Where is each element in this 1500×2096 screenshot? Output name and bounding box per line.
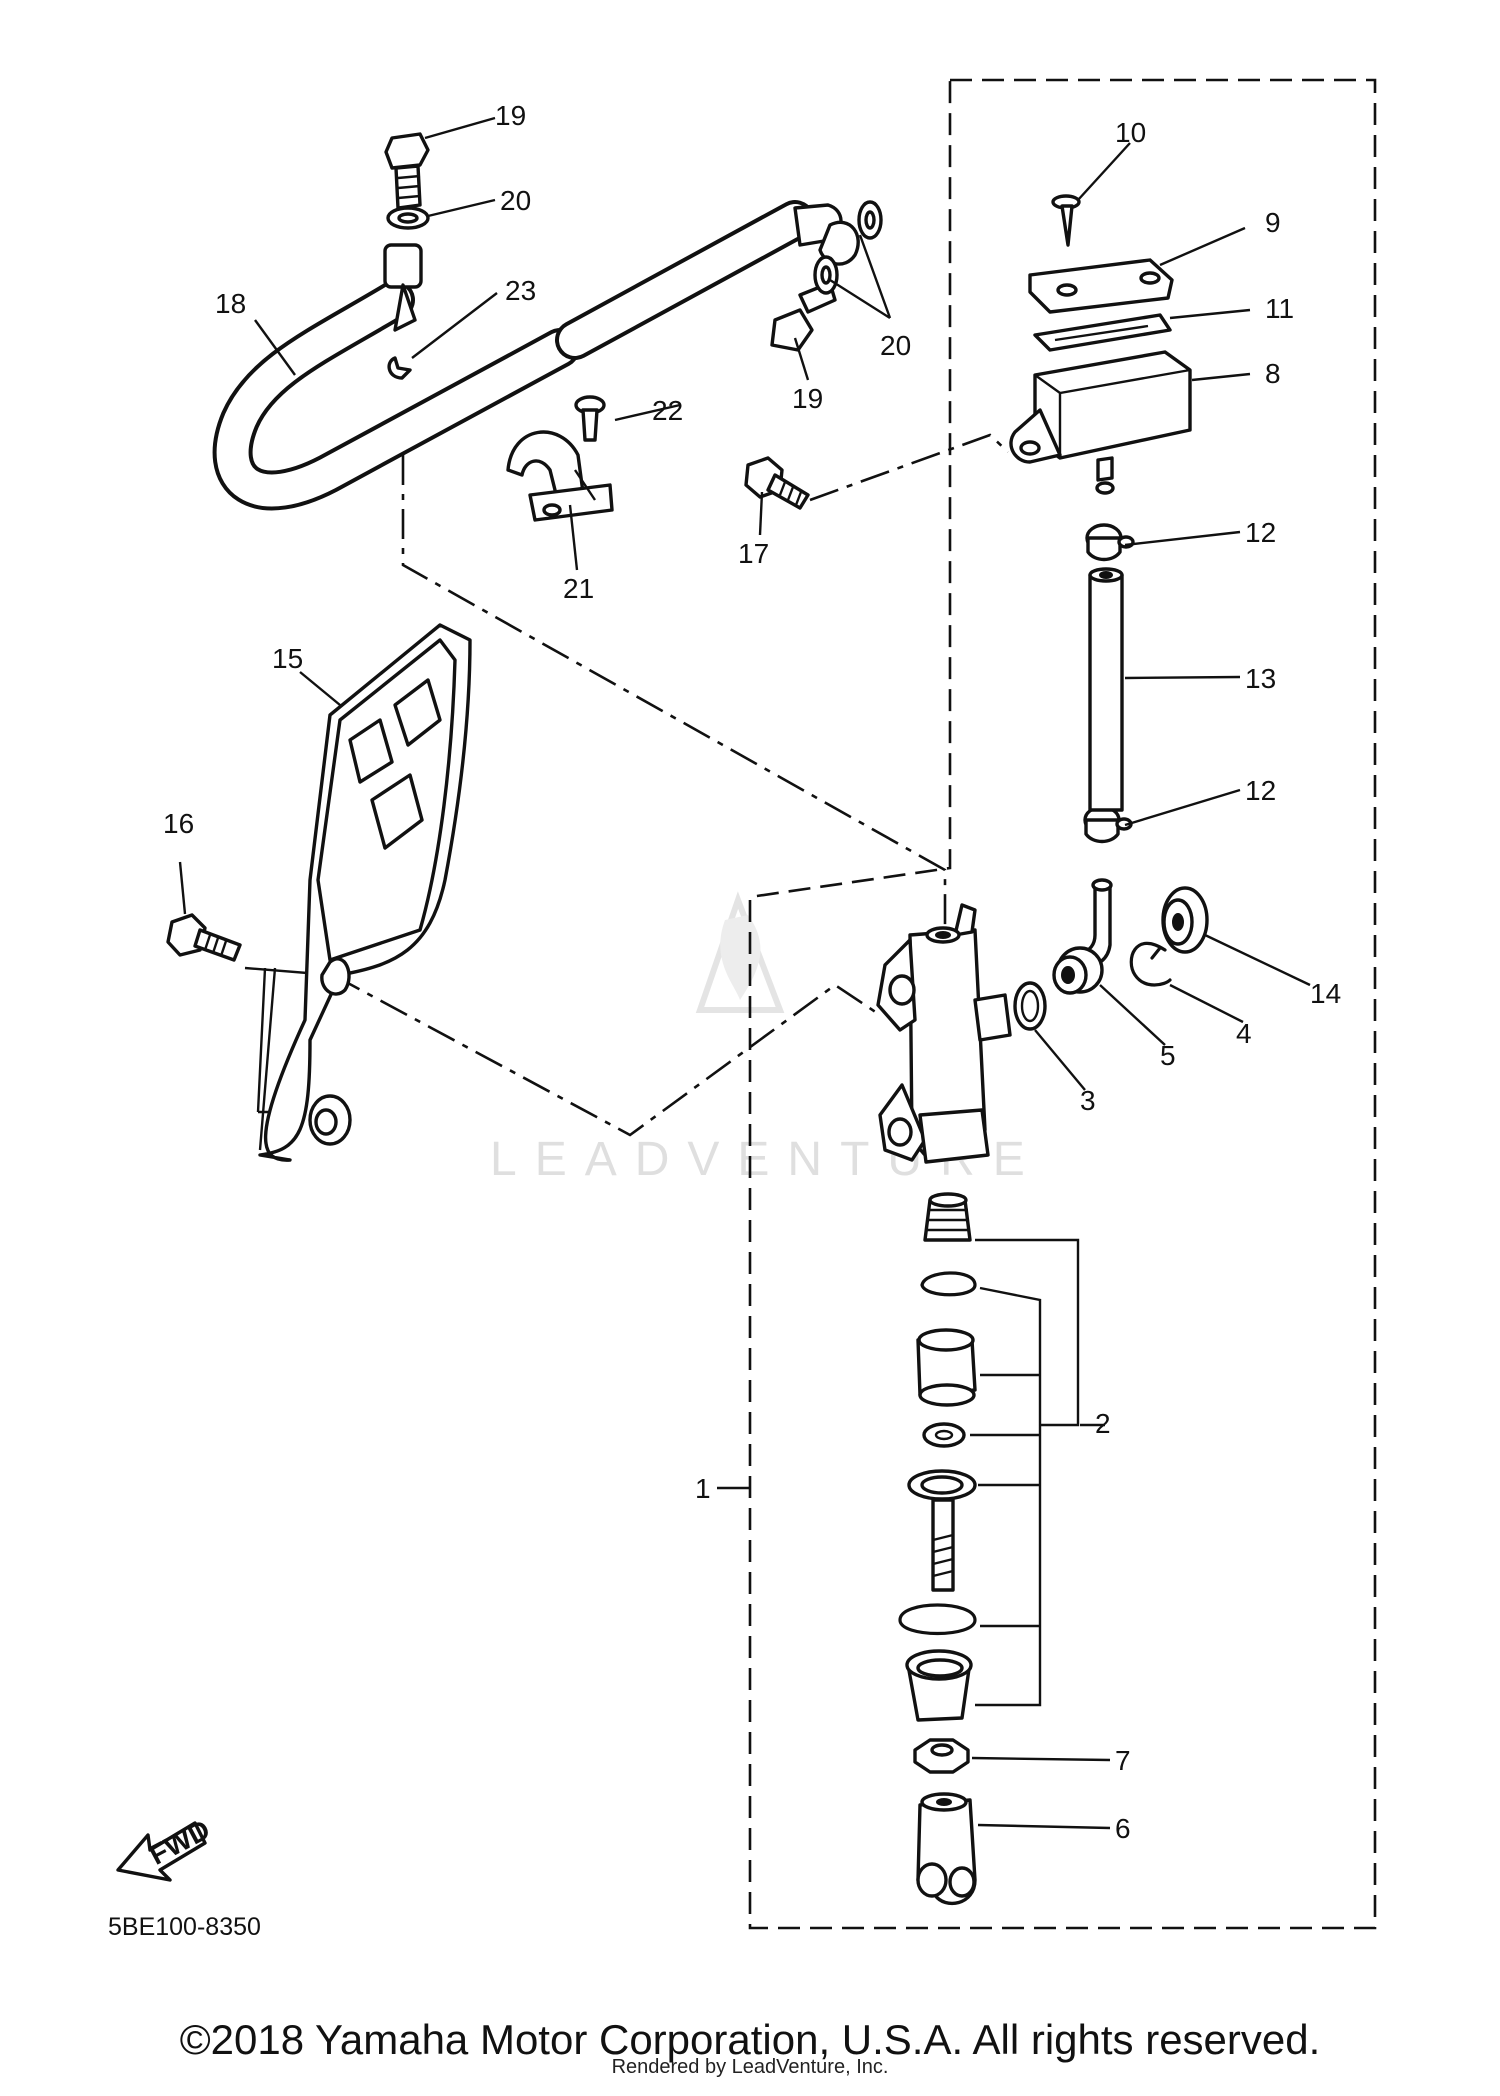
label-19-right: 19 <box>792 383 823 414</box>
screw-22 <box>574 395 606 442</box>
label-11: 11 <box>1265 293 1294 324</box>
part-labels: 19 20 23 18 22 21 17 19 20 10 9 11 8 12 … <box>163 100 1341 1844</box>
o-ring <box>1013 981 1047 1031</box>
label-22: 22 <box>652 395 683 426</box>
label-2: 2 <box>1095 1408 1111 1439</box>
label-4: 4 <box>1236 1018 1252 1049</box>
reservoir-cap <box>1028 258 1174 314</box>
diagram-code: 5BE100-8350 <box>108 1913 261 1941</box>
label-3: 3 <box>1080 1085 1096 1116</box>
banjo-bolt-top <box>384 132 430 210</box>
bolt-16 <box>166 913 242 962</box>
master-cylinder-body <box>876 903 1012 1164</box>
label-16: 16 <box>163 808 194 839</box>
hose <box>212 200 860 511</box>
bolt-17 <box>744 456 810 510</box>
assembly-boundary <box>748 78 1377 1930</box>
hose-clip <box>387 356 412 380</box>
label-20-right: 20 <box>880 330 911 361</box>
label-10: 10 <box>1115 117 1146 148</box>
label-17: 17 <box>738 538 769 569</box>
fwd-arrow: FWD <box>116 1814 215 1882</box>
label-21: 21 <box>563 573 594 604</box>
label-12-top: 12 <box>1245 517 1276 548</box>
label-15: 15 <box>272 643 303 674</box>
clevis <box>916 1792 977 1906</box>
label-6: 6 <box>1115 1813 1131 1844</box>
heel-guard <box>258 623 472 1162</box>
reservoir-hose <box>1088 567 1124 812</box>
hose-guide <box>506 430 614 522</box>
label-20-top: 20 <box>500 185 531 216</box>
leader-lines <box>178 116 1311 1830</box>
nut <box>913 1738 970 1774</box>
label-12-bottom: 12 <box>1245 775 1276 806</box>
repair-kit <box>898 1192 977 1722</box>
label-19-top: 19 <box>495 100 526 131</box>
hose-clamp-bottom <box>1083 805 1133 844</box>
label-9: 9 <box>1265 207 1281 238</box>
hose-clamp-top <box>1085 523 1135 562</box>
reservoir <box>1009 350 1192 495</box>
grommet <box>1161 886 1209 954</box>
washers <box>386 200 883 295</box>
circlip-4 <box>1129 941 1172 987</box>
label-14: 14 <box>1310 978 1341 1009</box>
label-1: 1 <box>695 1473 711 1504</box>
label-23: 23 <box>505 275 536 306</box>
routing-lines <box>244 433 1009 1151</box>
label-7: 7 <box>1115 1745 1131 1776</box>
hose-joint <box>1052 878 1113 995</box>
svg-text:FWD: FWD <box>144 1814 215 1871</box>
screw-10 <box>1051 194 1081 247</box>
label-5: 5 <box>1160 1040 1176 1071</box>
label-8: 8 <box>1265 358 1281 389</box>
label-13: 13 <box>1245 663 1276 694</box>
label-18: 18 <box>215 288 246 319</box>
copyright-notice: ©2018 Yamaha Motor Corporation, U.S.A. A… <box>179 2016 1321 2063</box>
rendered-by-note: Rendered by LeadVenture, Inc. <box>611 2056 889 2078</box>
